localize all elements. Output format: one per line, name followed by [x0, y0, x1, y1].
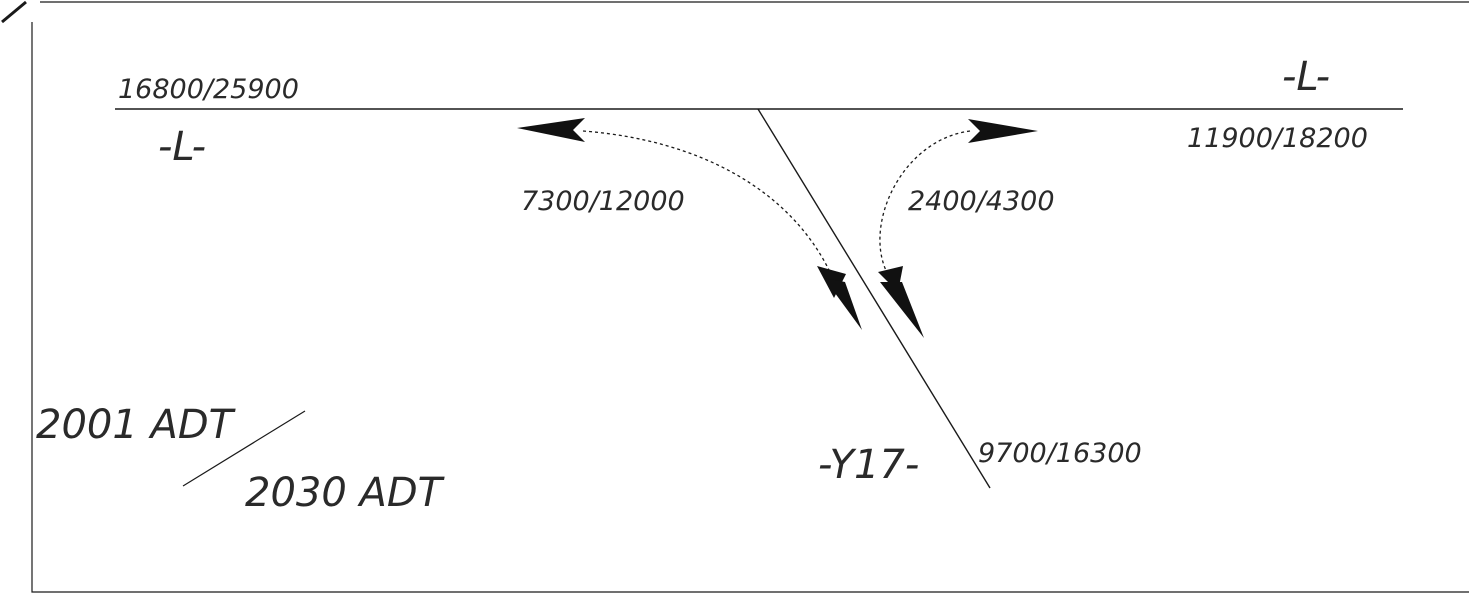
- mainline-right-label: -L-: [1282, 54, 1330, 100]
- right-turn-flow-path: [879, 130, 971, 279]
- mainline-left-label: -L-: [158, 124, 206, 170]
- right-arrowhead: [968, 119, 1038, 143]
- side-road-thrust-right: [880, 282, 924, 338]
- side-road-volume: 9700/16300: [978, 438, 1142, 469]
- side-road-thrust-left: [824, 278, 862, 330]
- right-turn-volume: 2400/4300: [908, 186, 1055, 217]
- drawing-border-left: [31, 22, 1469, 593]
- side-road-y17: [757, 108, 991, 489]
- left-arrowhead: [517, 118, 585, 142]
- mainline-left-volume: 16800/25900: [118, 74, 299, 105]
- mainline-right-volume: 11900/18200: [1187, 123, 1368, 154]
- legend-2030-adt: 2030 ADT: [245, 470, 446, 516]
- legend-2001-adt: 2001 ADT: [36, 402, 237, 448]
- side-road-label: -Y17-: [818, 442, 919, 488]
- left-turn-volume: 7300/12000: [521, 186, 685, 217]
- legend-slash: [182, 410, 306, 487]
- corner-mark: [1, 0, 27, 24]
- left-turn-flow-path: [582, 130, 831, 273]
